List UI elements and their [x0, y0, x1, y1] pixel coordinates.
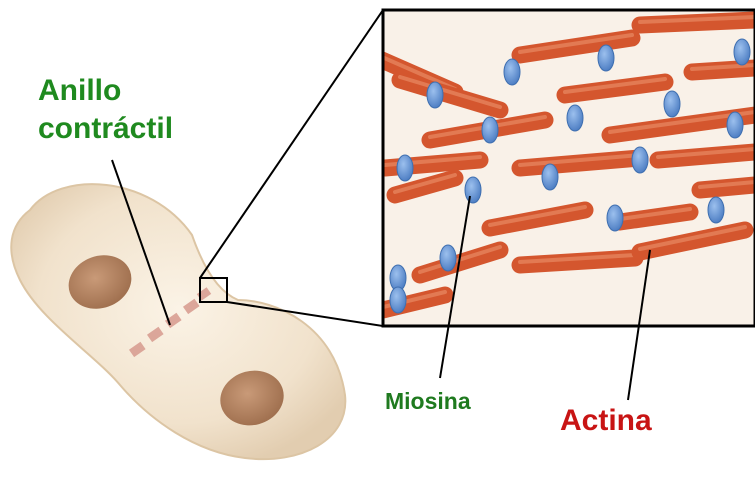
myosin-head — [708, 197, 724, 223]
myosin-head — [598, 45, 614, 71]
myosin-head — [397, 155, 413, 181]
myosin-head — [427, 82, 443, 108]
dividing-cell — [11, 184, 345, 459]
myosin-head — [482, 117, 498, 143]
myosin-label: Miosina — [385, 388, 471, 415]
ring-label-line2: contráctil — [38, 110, 173, 148]
zoom-line-top — [200, 10, 383, 278]
inset-panel — [382, 10, 755, 326]
myosin-head — [727, 112, 743, 138]
myosin-head — [607, 205, 623, 231]
myosin-head — [664, 91, 680, 117]
myosin-head — [504, 59, 520, 85]
actin-label: Actina — [560, 404, 652, 438]
contractile-ring-label: Anillo contráctil — [38, 72, 173, 148]
myosin-head — [542, 164, 558, 190]
ring-label-line1: Anillo — [38, 72, 173, 110]
myosin-head — [632, 147, 648, 173]
myosin-head — [440, 245, 456, 271]
myosin-head — [567, 105, 583, 131]
myosin-head — [734, 39, 750, 65]
myosin-head — [465, 177, 481, 203]
myosin-head — [390, 287, 406, 313]
